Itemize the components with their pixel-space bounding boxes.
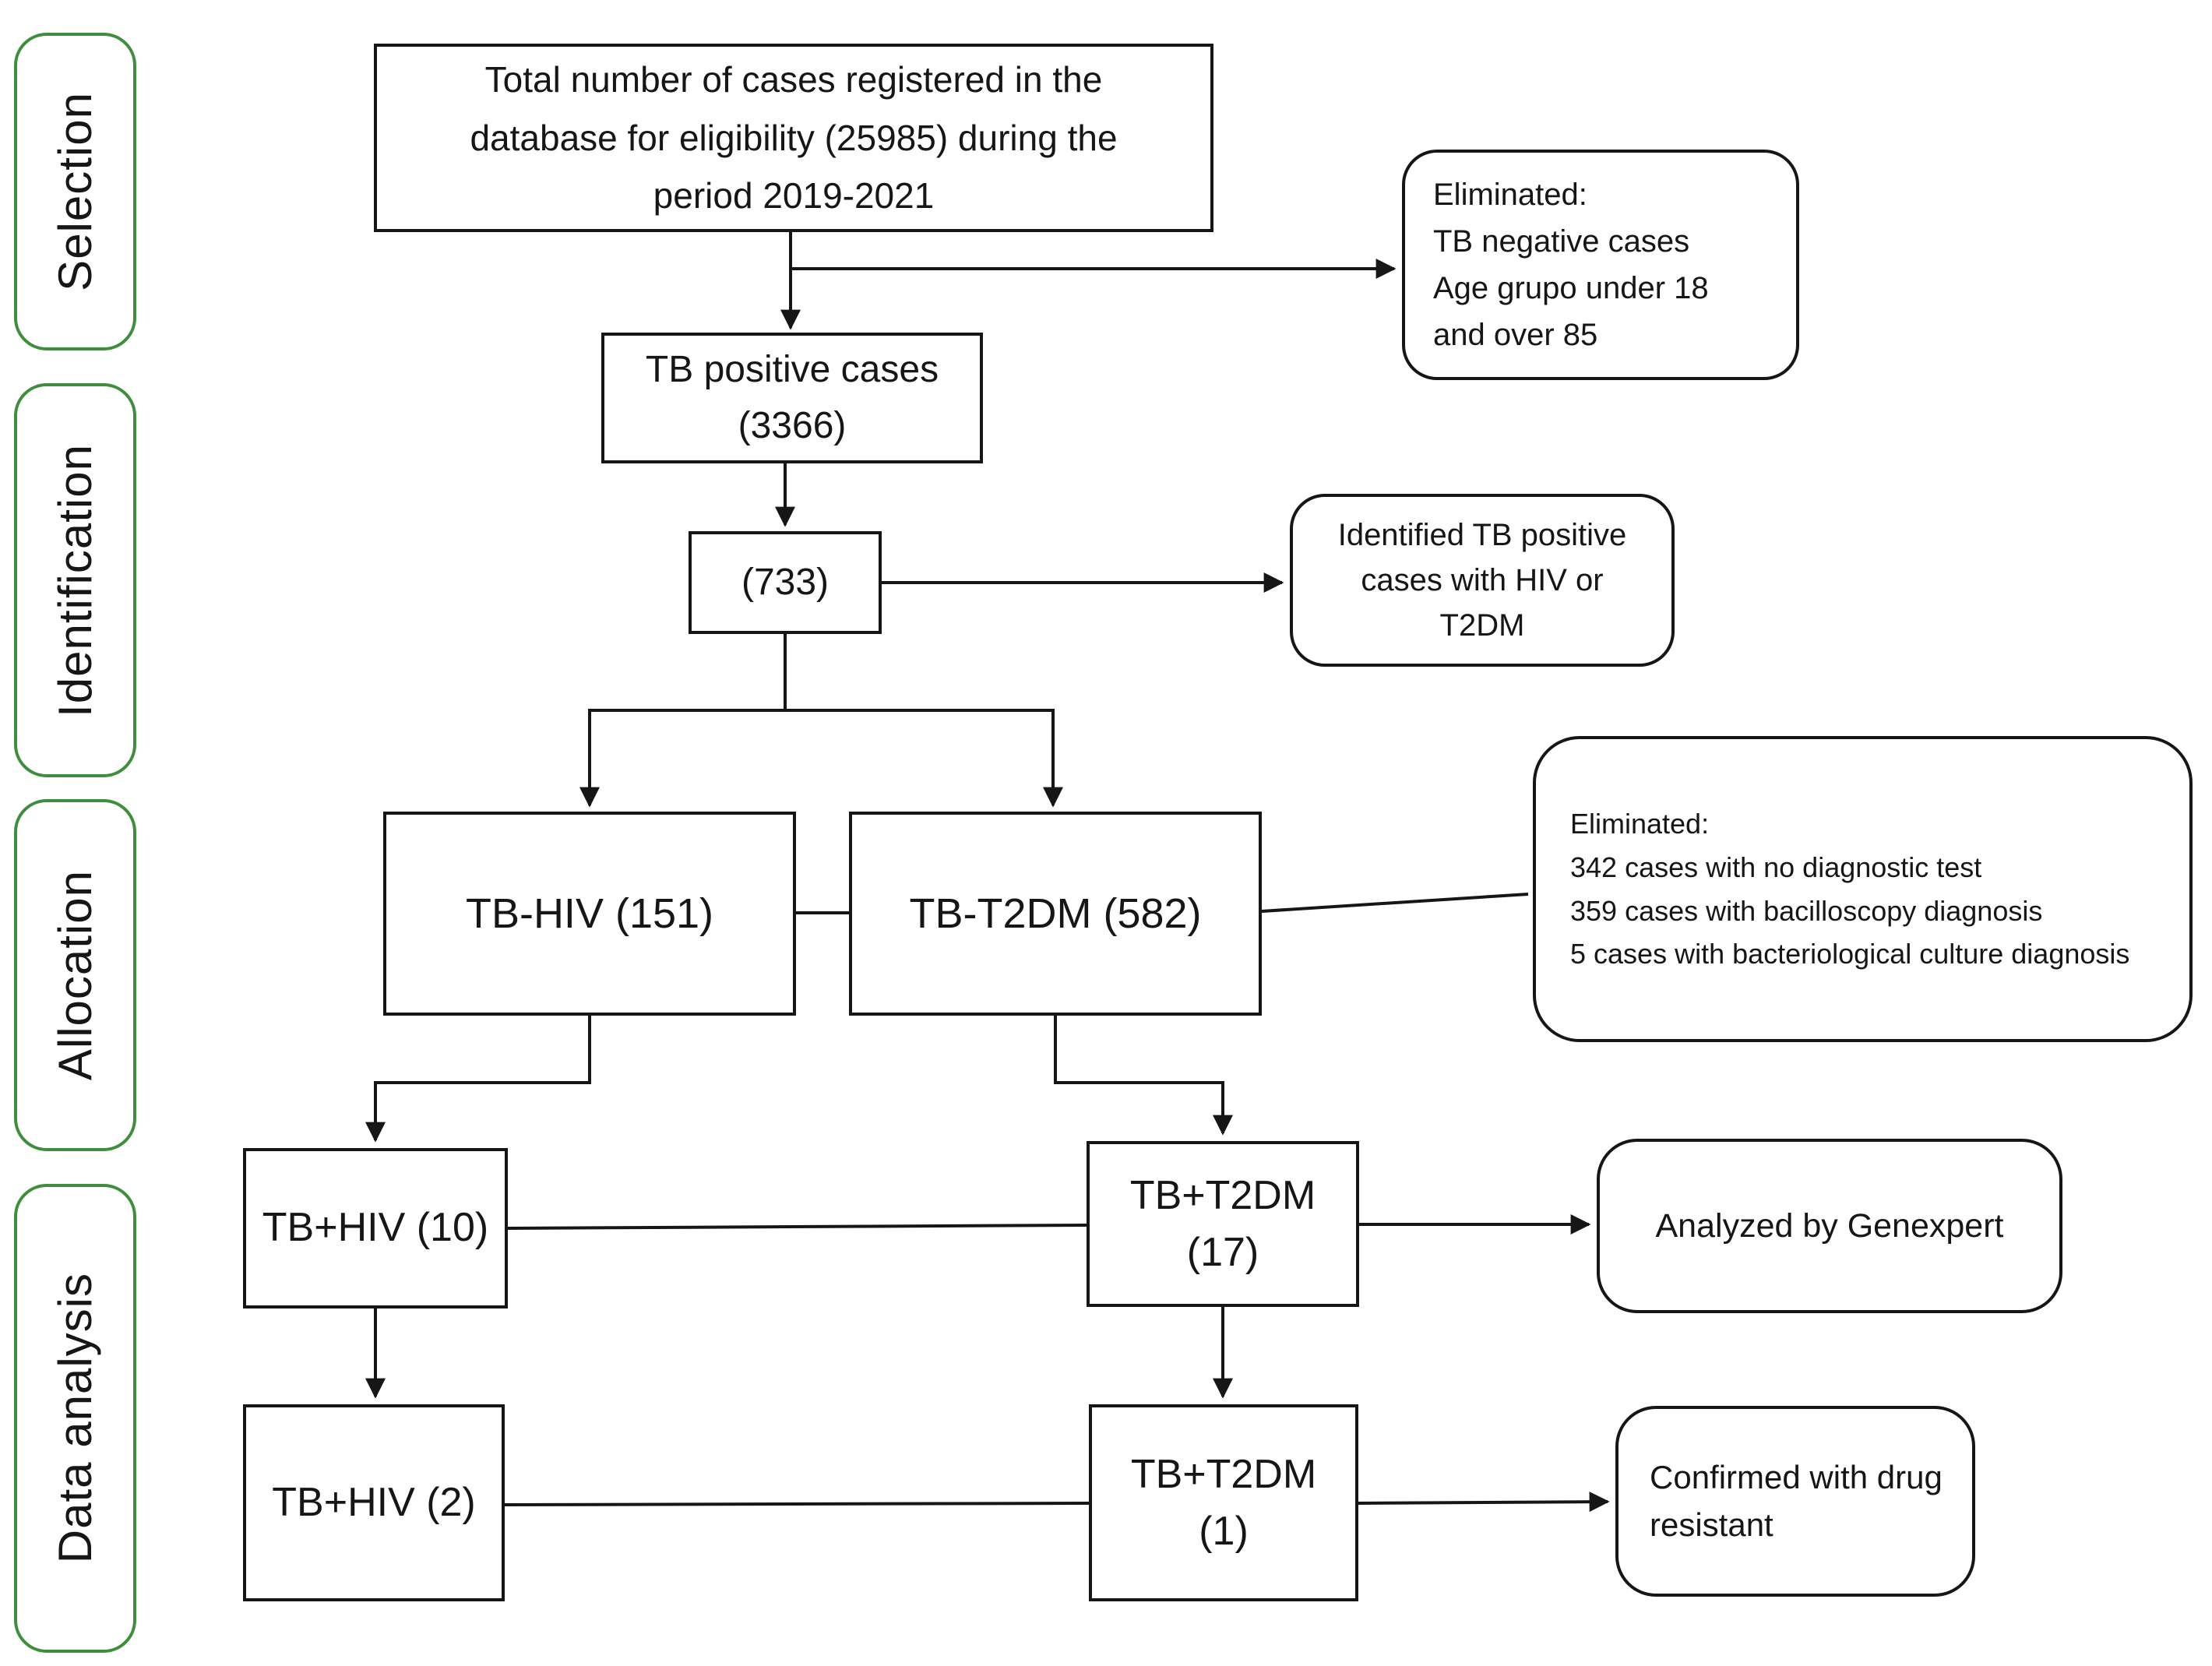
line-tbhiv10-tbt2dm17 xyxy=(507,1224,1087,1230)
node-tb-t2dm-582: TB-T2DM (582) xyxy=(849,812,1262,1016)
line-tbhiv2-tbt2dm1 xyxy=(504,1502,1090,1506)
arrow-tbhiv151-to-tbhiv10 xyxy=(365,1016,591,1143)
stage-label-allocation-text: Allocation xyxy=(49,869,101,1081)
node-total-cases: Total number of cases registered in the … xyxy=(374,44,1213,232)
stage-label-data-analysis: Data analysis xyxy=(14,1184,136,1653)
stage-label-identification: Identification xyxy=(14,383,136,777)
annotation-eliminated-selection: Eliminated: TB negative cases Age grupo … xyxy=(1402,150,1799,380)
node-tb-hiv-2: TB+HIV (2) xyxy=(243,1404,505,1601)
annotation-eliminated-allocation: Eliminated: 342 cases with no diagnostic… xyxy=(1533,736,2193,1042)
stage-label-selection: Selection xyxy=(14,33,136,350)
arrow-tbt2dm582-to-tbt2dm17 xyxy=(1054,1016,1233,1136)
node-733-cases: (733) xyxy=(689,531,882,634)
stage-label-identification-text: Identification xyxy=(49,443,101,717)
node-tb-t2dm-1: TB+T2DM (1) xyxy=(1089,1404,1358,1601)
node-tb-hiv-151: TB-HIV (151) xyxy=(383,812,796,1016)
stage-label-allocation: Allocation xyxy=(14,799,136,1151)
node-tb-positive-cases: TB positive cases (3366) xyxy=(601,333,983,463)
line-tbt2dm582-to-eliminated-allocation xyxy=(1261,893,1529,913)
stage-label-data-analysis-text: Data analysis xyxy=(49,1273,101,1564)
annotation-analyzed-by-genexpert: Analyzed by Genexpert xyxy=(1597,1139,2062,1313)
arrow-tbt2dm1-to-confirmed xyxy=(1358,1492,1610,1513)
annotation-identified-hiv-t2dm: Identified TB positive cases with HIV or… xyxy=(1290,494,1675,667)
node-tb-t2dm-17: TB+T2DM (17) xyxy=(1087,1141,1359,1307)
node-tb-hiv-10: TB+HIV (10) xyxy=(243,1148,508,1308)
stage-label-selection-text: Selection xyxy=(49,92,101,291)
annotation-confirmed-drug-resistant: Confirmed with drug resistant xyxy=(1615,1406,1975,1597)
